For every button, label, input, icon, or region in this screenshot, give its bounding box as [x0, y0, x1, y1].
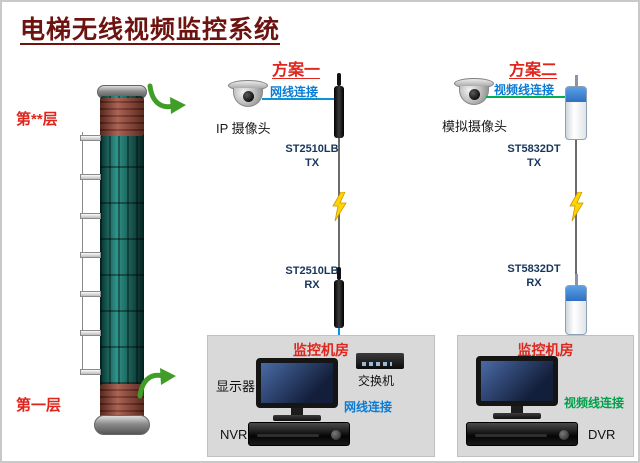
monitoring-room-panel: 监控机房 视频线连接 DVR	[457, 335, 634, 457]
floor-ledge	[80, 330, 101, 336]
rx-suffix: RX	[526, 277, 542, 290]
dvr-label: DVR	[588, 427, 616, 442]
tx-model: ST5832DT	[507, 143, 561, 155]
floor-ledge	[80, 213, 101, 219]
monitor-screen	[256, 358, 338, 408]
scheme1-camera-label: IP 摄像头	[216, 121, 271, 136]
monitor-base	[493, 413, 541, 419]
green-arrow-icon	[137, 368, 176, 399]
camera-dome	[459, 86, 489, 105]
green-arrow-icon	[147, 83, 186, 114]
elevator-brick-band-top	[100, 98, 144, 136]
floor-ledge	[80, 135, 101, 141]
wireless-bridge-device-icon	[565, 75, 587, 140]
network-cable-line	[262, 98, 336, 100]
lightning-icon	[332, 192, 347, 222]
rx-model: ST2510LB	[285, 265, 339, 277]
nvr-device-icon	[248, 422, 350, 446]
rx-model: ST5832DT	[507, 263, 561, 275]
scheme1-rx-label: ST2510LB RX	[280, 264, 344, 293]
switch-icon	[356, 353, 404, 369]
elevator-brick-band-bottom	[100, 384, 144, 417]
top-floor-label: 第**层	[16, 111, 58, 128]
scheme2-tx-label: ST5832DT TX	[502, 142, 566, 171]
tx-model: ST2510LB	[285, 143, 339, 155]
camera-dome	[233, 88, 263, 107]
elevator-shaft-bottom-cap	[94, 415, 150, 435]
monitor-icon	[256, 358, 338, 421]
floor-ledge	[80, 252, 101, 258]
floor-ledge	[80, 291, 101, 297]
rx-suffix: RX	[304, 279, 320, 292]
tx-suffix: TX	[526, 157, 542, 170]
antenna-device-icon	[334, 267, 344, 328]
monitor-label: 显示器	[216, 379, 256, 394]
camera-lens	[469, 89, 480, 100]
scheme2-camera-cable-label: 视频线连接	[494, 83, 555, 97]
tx-suffix: TX	[304, 157, 320, 170]
scheme1-title: 方案一	[272, 62, 321, 79]
floor-ledge	[80, 369, 101, 375]
dome-camera-icon	[226, 80, 270, 114]
scheme1-tx-label: ST2510LB TX	[280, 142, 344, 171]
monitor-stand	[291, 408, 303, 415]
elevator-shaft-graphic	[100, 96, 144, 420]
video-cable-line	[486, 96, 566, 98]
switch-label: 交换机	[358, 374, 395, 388]
room-title: 监控机房	[517, 342, 574, 358]
monitor-base	[273, 415, 321, 421]
antenna-device-icon	[334, 73, 344, 138]
nvr-label: NVR	[220, 427, 248, 442]
wireless-bridge-device-icon	[565, 274, 587, 335]
room-cable-label: 视频线连接	[564, 396, 625, 410]
scheme2-title: 方案二	[509, 62, 558, 79]
dvr-device-icon	[466, 422, 578, 446]
scheme1-camera-cable-label: 网线连接	[270, 85, 319, 99]
room-title: 监控机房	[293, 342, 349, 358]
monitor-screen	[476, 356, 558, 406]
bottom-floor-label: 第一层	[16, 397, 62, 414]
scheme2-camera-label: 模拟摄像头	[442, 119, 508, 134]
scheme2-rx-label: ST5832DT RX	[502, 262, 566, 291]
monitoring-room-panel: 监控机房 显示器 交换机 网线连接 NVR	[207, 335, 435, 457]
room-cable-label: 网线连接	[344, 400, 393, 414]
camera-lens	[243, 91, 254, 102]
monitor-stand	[511, 406, 523, 413]
floor-ledge	[80, 174, 101, 180]
monitor-icon	[476, 356, 558, 419]
lightning-icon	[569, 192, 584, 222]
dome-camera-icon	[452, 78, 496, 112]
page-title: 电梯无线视频监控系统	[20, 16, 281, 44]
